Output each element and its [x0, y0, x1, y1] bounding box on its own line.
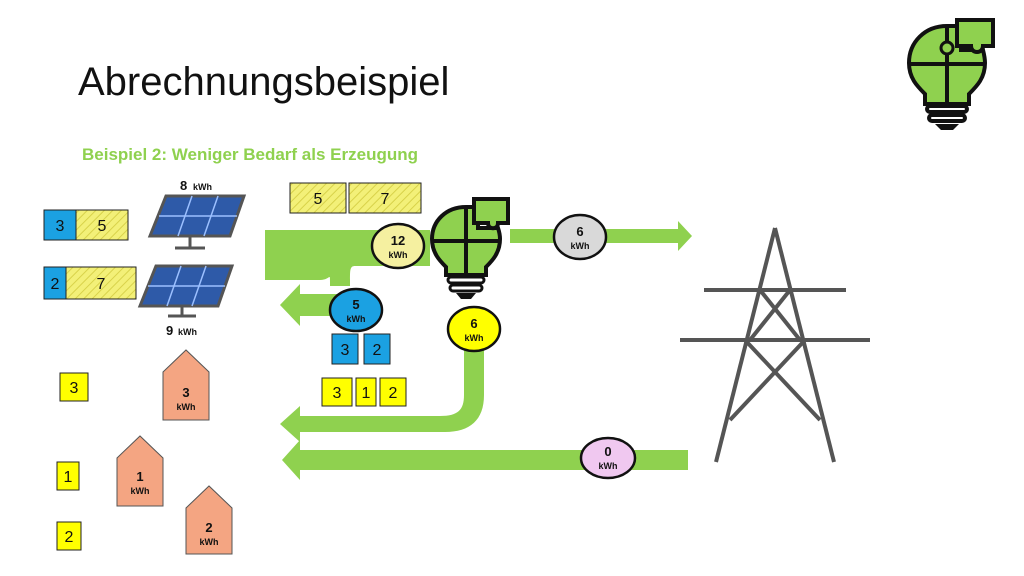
solar-2-box-a: 2	[51, 276, 60, 293]
solar-panel-icon	[147, 194, 247, 250]
top-split-boxes: 5 7	[289, 182, 422, 214]
solar-unit-1: kWh	[193, 182, 212, 192]
page-title: Abrechnungsbeispiel	[78, 60, 450, 104]
bubble-total-value: 12	[391, 233, 405, 248]
bubble-from-grid-unit: kWh	[599, 461, 618, 471]
self-use-boxes: 3 2	[331, 333, 391, 365]
bubble-self-use-value: 5	[352, 297, 359, 312]
top-box-b: 7	[381, 191, 390, 208]
bubble-from-grid-value: 0	[604, 444, 611, 459]
bubble-total-unit: kWh	[389, 250, 408, 260]
house-1-unit: kWh	[177, 402, 196, 412]
house-1: 3 kWh	[162, 349, 210, 421]
house-tag-1: 3	[70, 380, 79, 397]
bubble-self-use-unit: kWh	[347, 314, 366, 324]
house-3: 2 kWh	[185, 485, 233, 555]
solar-panel-1: 8 kWh	[147, 178, 247, 250]
lightbulb-puzzle-logo-icon	[906, 18, 995, 130]
solar-value-1: 8	[180, 178, 187, 193]
house-2-unit: kWh	[131, 486, 150, 496]
solar-1-split: 3 5	[43, 209, 129, 241]
bubble-self-use: 5 kWh	[328, 287, 384, 333]
house-1-value: 3	[182, 385, 189, 400]
house-tag-2: 1	[64, 469, 73, 486]
house-3-unit: kWh	[200, 537, 219, 547]
solar-1-box-b: 5	[98, 218, 107, 235]
solar-panel-2: 9 kWh	[137, 264, 235, 338]
example-subtitle: Beispiel 2: Weniger Bedarf als Erzeugung	[82, 145, 418, 164]
power-tower-icon	[680, 227, 870, 463]
solar-panel-icon	[137, 264, 235, 318]
solar-value-2: 9	[166, 323, 173, 338]
self-use-arrow	[280, 284, 345, 326]
bubble-community-value: 6	[470, 316, 477, 331]
self-use-box-b: 2	[373, 342, 382, 359]
house-2: 1 kWh	[116, 435, 164, 507]
house-2-value: 1	[136, 469, 143, 484]
bubble-to-grid: 6 kWh	[552, 213, 608, 261]
bubble-community-unit: kWh	[465, 333, 484, 343]
bubble-community: 6 kWh	[446, 305, 502, 353]
top-box-a: 5	[314, 191, 323, 208]
solar-2-split: 2 7	[43, 266, 137, 300]
bubble-to-grid-unit: kWh	[571, 241, 590, 251]
community-box-a: 3	[333, 385, 342, 402]
solar-1-box-a: 3	[56, 218, 65, 235]
community-flow-arrow	[280, 345, 484, 442]
house-3-value: 2	[205, 520, 212, 535]
bubble-to-grid-value: 6	[576, 224, 583, 239]
lightbulb-puzzle-icon	[429, 197, 510, 299]
house-tag-3: 2	[65, 529, 74, 546]
bubble-total: 12 kWh	[370, 222, 426, 270]
bubble-from-grid: 0 kWh	[579, 436, 637, 480]
community-box-c: 2	[389, 385, 398, 402]
self-use-box-a: 3	[341, 342, 350, 359]
solar-unit-2: kWh	[178, 327, 197, 337]
community-box-b: 1	[362, 385, 371, 402]
community-boxes: 3 1 2	[321, 377, 407, 407]
solar-2-box-b: 7	[97, 276, 106, 293]
house-tags: 3 1 2	[56, 372, 89, 551]
